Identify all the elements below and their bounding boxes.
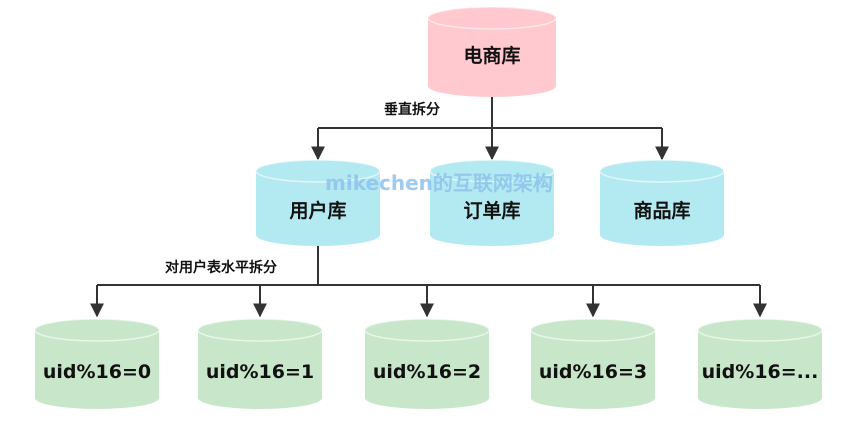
product-db-label: 商品库 — [633, 199, 690, 222]
shard-label: uid%16=... — [702, 361, 819, 383]
order-db-body — [430, 160, 554, 246]
shard-body — [531, 319, 655, 409]
shard-label: uid%16=0 — [43, 361, 151, 383]
root-db-label: 电商库 — [463, 44, 520, 67]
root-db-top — [427, 6, 557, 30]
order-db-label: 订单库 — [463, 199, 520, 222]
user-db-cylinder: 用户库 — [255, 159, 381, 246]
shard-cylinder-4: uid%16=... — [697, 318, 823, 409]
order-db-top — [429, 159, 555, 183]
shard-label: uid%16=3 — [539, 361, 647, 383]
horizontal-split-connectors — [90, 244, 767, 318]
shard-body — [198, 319, 322, 409]
vertical-split-connectors — [311, 90, 669, 161]
horizontal-split-label: 对用户表水平拆分 — [165, 259, 277, 276]
shard-top — [34, 318, 160, 342]
root-db-body — [428, 7, 556, 97]
shard-body — [365, 319, 489, 409]
shard-top — [697, 318, 823, 342]
watermark-text: mikechen的互联网架构 — [325, 171, 553, 195]
shard-top — [197, 318, 323, 342]
shard-label: uid%16=1 — [206, 361, 314, 383]
shard-top — [364, 318, 490, 342]
product-db-cylinder: 商品库 — [599, 159, 725, 246]
shard-cylinder-2: uid%16=2 — [364, 318, 490, 409]
user-db-label: 用户库 — [289, 199, 346, 222]
shard-body — [698, 319, 822, 409]
shard-body — [35, 319, 159, 409]
shard-cylinder-3: uid%16=3 — [530, 318, 656, 409]
product-db-body — [600, 160, 724, 246]
product-db-top — [599, 159, 725, 183]
user-db-body — [256, 160, 380, 246]
shard-top — [530, 318, 656, 342]
shard-cylinder-1: uid%16=1 — [197, 318, 323, 409]
user-db-top — [255, 159, 381, 183]
shard-label: uid%16=2 — [373, 361, 481, 383]
vertical-split-label: 垂直拆分 — [384, 101, 440, 118]
shard-cylinder-0: uid%16=0 — [34, 318, 160, 409]
root-db-cylinder: 电商库 — [427, 6, 557, 97]
order-db-cylinder: 订单库 — [429, 159, 555, 246]
